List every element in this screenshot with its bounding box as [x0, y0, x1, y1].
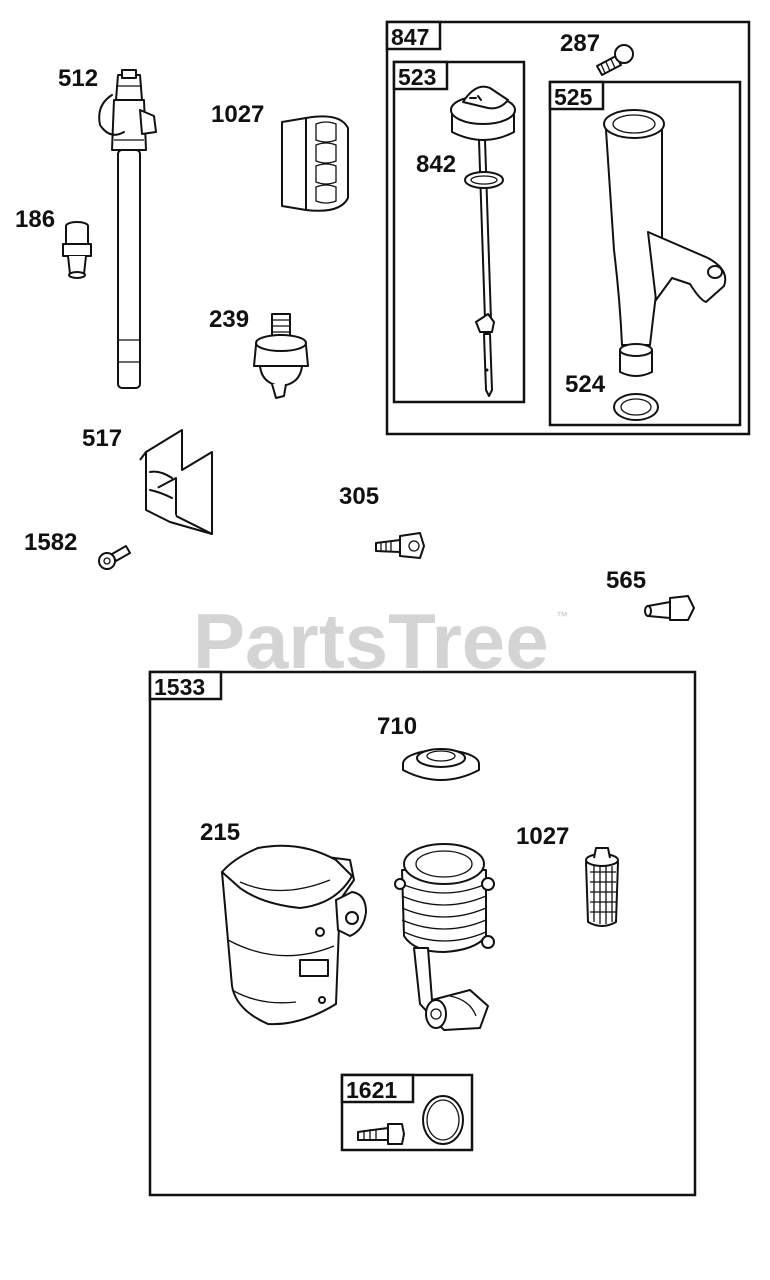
part-287-screw-illustration — [596, 44, 634, 76]
part-1582-screw-illustration — [98, 545, 131, 570]
group-525-frame: 525 — [548, 80, 742, 427]
part-565-fitting-illustration — [644, 595, 695, 621]
part-517-bracket-illustration — [139, 429, 213, 535]
callout-287: 287 — [560, 30, 600, 57]
callout-239: 239 — [209, 306, 249, 333]
callout-710: 710 — [377, 713, 417, 740]
part-512-drain-tube-illustration — [98, 69, 157, 389]
part-239-oil-pressure-switch-illustration — [253, 313, 309, 399]
group-label-1621: 1621 — [346, 1077, 397, 1103]
group-label-847: 847 — [391, 24, 429, 50]
group-label-1533: 1533 — [154, 674, 205, 700]
callout-512: 512 — [58, 65, 98, 92]
callout-305: 305 — [339, 483, 379, 510]
group-847-frame: 847 — [385, 20, 751, 436]
part-305-screw-illustration — [375, 532, 425, 559]
part-1621-bolt-illustration — [357, 1123, 405, 1145]
callout-215: 215 — [200, 819, 240, 846]
callout-517: 517 — [82, 425, 122, 452]
part-186-fitting-illustration — [62, 221, 92, 279]
group-label-525: 525 — [554, 84, 593, 110]
group-1533-frame: 1533 — [148, 670, 697, 1197]
callout-1027-top: 1027 — [211, 101, 264, 128]
callout-1582: 1582 — [24, 529, 77, 556]
group-label-523: 523 — [398, 64, 436, 90]
watermark-trademark: ™ — [556, 609, 568, 623]
part-524-oring-illustration — [613, 393, 659, 421]
group-523-frame: 523 — [392, 60, 526, 404]
callout-1027-bottom: 1027 — [516, 823, 569, 850]
part-523-dipstick-illustration — [450, 85, 516, 397]
callout-524: 524 — [565, 371, 606, 398]
part-215-shroud-illustration — [221, 844, 367, 1026]
part-710-cap-illustration — [402, 748, 480, 781]
part-1027-fuel-filter-illustration — [585, 847, 619, 927]
part-525-fill-tube-illustration — [603, 109, 727, 377]
part-cylinder-illustration — [394, 843, 495, 1031]
callout-186: 186 — [15, 206, 55, 233]
callout-842: 842 — [416, 151, 456, 178]
part-1621-gasket-illustration — [422, 1095, 464, 1145]
watermark-text: PartsTree — [193, 597, 549, 685]
callout-565: 565 — [606, 567, 646, 594]
group-1621-frame: 1621 — [340, 1073, 474, 1152]
part-1027-oil-filter-illustration — [281, 115, 349, 212]
part-842-oring-illustration — [464, 171, 504, 189]
